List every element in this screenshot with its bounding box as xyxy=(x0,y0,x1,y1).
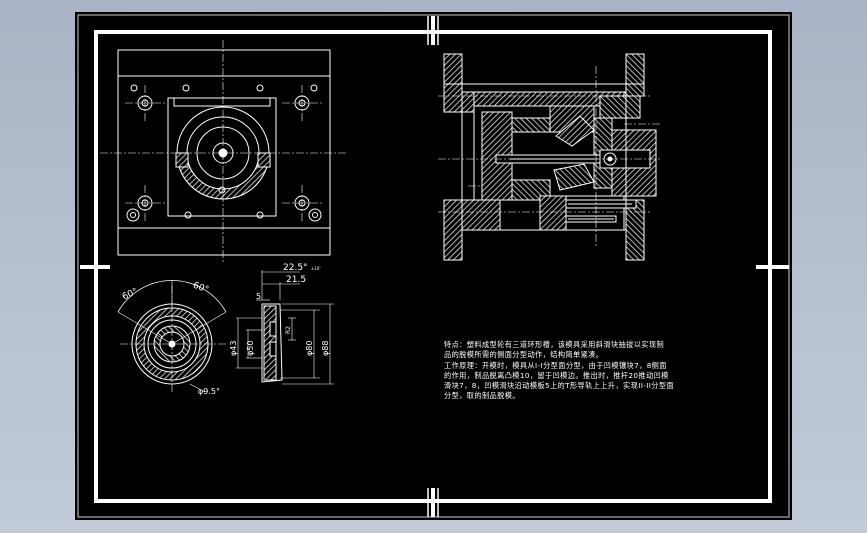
note-line: 品的脱模所需的侧面分型动作，结构简单紧凑。 xyxy=(444,350,604,360)
part-side-view-labels: 22.5° ±10' 21.5 5 φ43 φ50 R2 φ80 φ88 xyxy=(229,263,330,356)
top-view xyxy=(100,40,348,262)
part-side-view xyxy=(236,270,334,385)
dim-phi88-label: φ88 xyxy=(321,341,330,356)
dim-phi50-label: φ50 xyxy=(246,341,255,356)
note-line: 特点：塑料成型轮有三道环形槽，该模具采用斜滑块抽拔以实现制 xyxy=(444,340,665,349)
section-view xyxy=(438,53,660,261)
technical-notes: 特点：塑料成型轮有三道环形槽，该模具采用斜滑块抽拔以实现制 品的脱模所需的侧面分… xyxy=(444,340,724,402)
note-line: 工作原理：开模时，模具从I-I分型面分型，由于凹模镶块7，8侧面 xyxy=(444,360,667,370)
dim-s-label: 5 xyxy=(256,292,261,301)
note-line: 的作用，制品脱离凸模10，留于凹模边。推出时，推杆20推动凹模 xyxy=(444,370,669,380)
dim-top-label: 22.5° xyxy=(283,263,308,273)
dim-phi43-label: φ43 xyxy=(229,341,238,356)
dim-r2-label: R2 xyxy=(285,326,292,334)
dim-top2-label: 21.5 xyxy=(286,275,306,285)
centering-marks xyxy=(80,16,789,517)
dim-phi-small-label: φ9.5° xyxy=(198,387,220,396)
drawing-background xyxy=(75,12,792,520)
part-front-view xyxy=(117,280,227,394)
dim-top-suffix: ±10' xyxy=(311,266,321,271)
centering-marks-rails xyxy=(427,16,439,517)
note-line: 滑块7，8，凹模滑块沿动模板5上的T形导轨上上升，实现II-II分型面 xyxy=(444,381,675,391)
dim-phi80-label: φ80 xyxy=(305,341,314,356)
note-line: 分型，取的制品脱模。 xyxy=(444,391,520,401)
